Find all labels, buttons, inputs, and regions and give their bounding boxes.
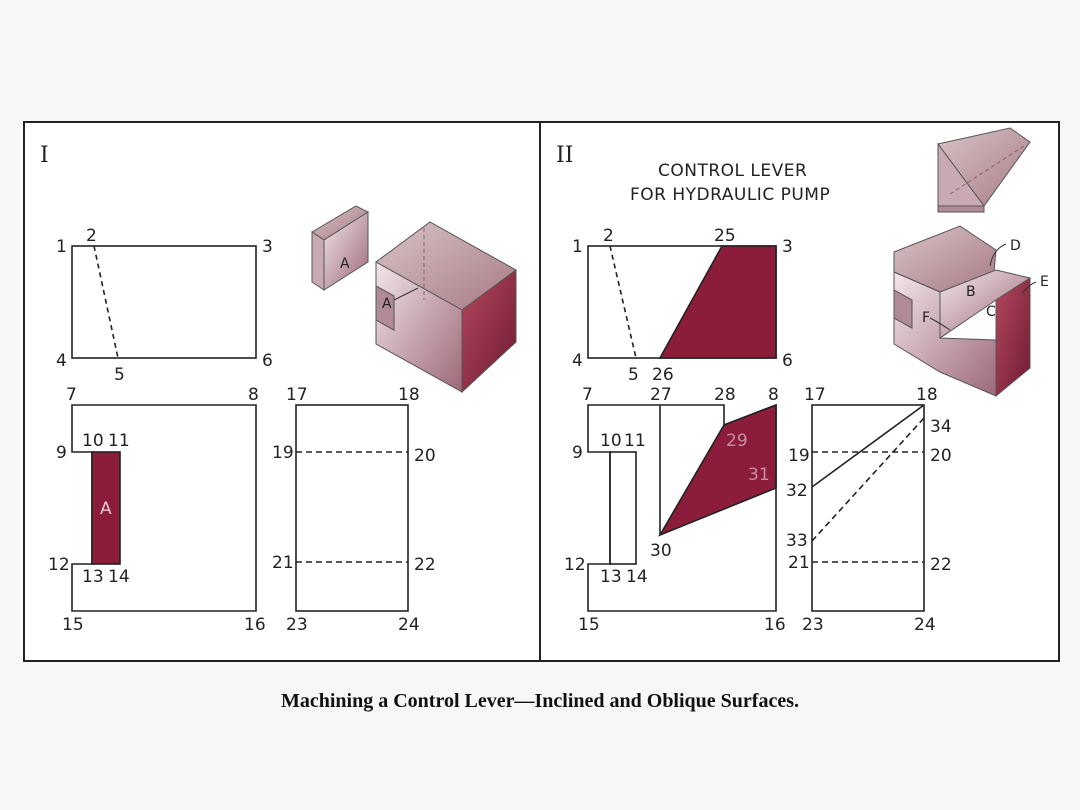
II-iso-leader-E [1021,281,1037,295]
II-side-label-22: 22 [930,555,952,575]
II-front-label-7: 7 [582,385,593,405]
I-side-label-24: 24 [398,615,420,635]
II-top-label-4: 4 [572,351,583,371]
I-top-label-4: 4 [56,351,67,371]
II-iso-label-B: B [966,284,976,300]
panel-I-side-view [295,404,409,612]
II-front-label-28: 28 [714,385,736,405]
I-side-label-20: 20 [414,446,436,466]
II-front-label-14: 14 [626,567,648,587]
panel-II-title-line1: CONTROL LEVER [658,161,807,181]
II-side-label-20: 20 [930,446,952,466]
I-front-label-9: 9 [56,443,67,463]
I-front-label-15: 15 [62,615,84,635]
II-iso-label-C: C [986,304,996,320]
II-iso-label-F: F [922,310,930,326]
II-front-label-11: 11 [624,431,646,451]
I-side-label-21: 21 [272,553,294,573]
I-front-label-10: 10 [82,431,104,451]
I-front-label-14: 14 [108,567,130,587]
II-side-label-34: 34 [930,417,952,437]
II-top-label-26: 26 [652,365,674,385]
frame-border [23,121,1060,662]
I-iso-label-A1: A [340,256,350,272]
II-front-label-9: 9 [572,443,583,463]
panel-II-numeral: II [556,143,573,168]
II-front-label-8: 8 [768,385,779,405]
II-side-label-18: 18 [916,385,938,405]
II-side-label-19: 19 [788,446,810,466]
II-iso-leader-D [989,243,1007,267]
II-top-label-25: 25 [714,226,736,246]
panel-II: II CONTROL LEVER FOR HYDRAULIC PUMP 1 2 … [556,127,1049,635]
II-front-label-16: 16 [764,615,786,635]
I-side-label-22: 22 [414,555,436,575]
II-top-inclined-face [658,245,777,359]
I-iso-block [375,221,517,394]
II-iso-cutoff-piece [937,127,1031,213]
I-iso-wedge [311,205,370,291]
II-top-label-6: 6 [782,351,793,371]
panel-I-top-view [71,245,257,359]
I-side-label-18: 18 [398,385,420,405]
II-iso-leader-F [929,317,951,331]
diagram: I 1 2 3 4 5 6 A 7 8 9 10 11 12 13 14 15 … [23,121,1060,662]
II-front-label-27: 27 [650,385,672,405]
II-side-label-21: 21 [788,553,810,573]
panel-II-front-view [587,403,777,612]
II-side-label-32: 32 [786,481,808,501]
II-front-label-12: 12 [564,555,586,575]
I-front-label-11: 11 [108,431,130,451]
II-side-label-33: 33 [786,531,808,551]
panel-II-side-view [811,404,925,612]
panel-I: I 1 2 3 4 5 6 A 7 8 9 10 11 12 13 14 15 … [40,143,517,635]
I-side-label-19: 19 [272,443,294,463]
I-side-label-17: 17 [286,385,308,405]
figure-caption: Machining a Control Lever—Inclined and O… [280,690,799,712]
II-side-label-23: 23 [802,615,824,635]
I-face-A [91,451,121,565]
I-top-label-3: 3 [262,237,273,257]
I-front-label-13: 13 [82,567,104,587]
II-side-label-17: 17 [804,385,826,405]
II-front-label-30: 30 [650,541,672,561]
panel-I-front-view [71,404,257,612]
I-front-label-8: 8 [248,385,259,405]
II-front-label-15: 15 [578,615,600,635]
II-iso-label-E: E [1040,274,1049,290]
II-front-label-13: 13 [600,567,622,587]
I-front-label-7: 7 [66,385,77,405]
II-front-label-10: 10 [600,431,622,451]
II-iso-lever [893,225,1032,398]
panel-I-numeral: I [40,143,49,168]
II-top-label-3: 3 [782,237,793,257]
I-top-label-2: 2 [86,226,97,246]
panel-II-top-view [587,245,777,359]
II-iso-label-D: D [1010,238,1021,254]
II-top-label-5: 5 [628,365,639,385]
II-top-label-2: 2 [603,226,614,246]
panel-II-title-line2: FOR HYDRAULIC PUMP [630,185,830,205]
I-iso-label-A2: A [382,296,392,312]
II-front-oblique-face [658,403,777,537]
II-front-label-29: 29 [726,431,748,451]
I-front-label-12: 12 [48,555,70,575]
I-front-face-label: A [100,499,112,519]
I-side-label-23: 23 [286,615,308,635]
II-front-label-31: 31 [748,465,770,485]
II-top-label-1: 1 [572,237,583,257]
I-top-label-1: 1 [56,237,67,257]
I-top-label-6: 6 [262,351,273,371]
I-front-label-16: 16 [244,615,266,635]
I-top-label-5: 5 [114,365,125,385]
II-side-label-24: 24 [914,615,936,635]
